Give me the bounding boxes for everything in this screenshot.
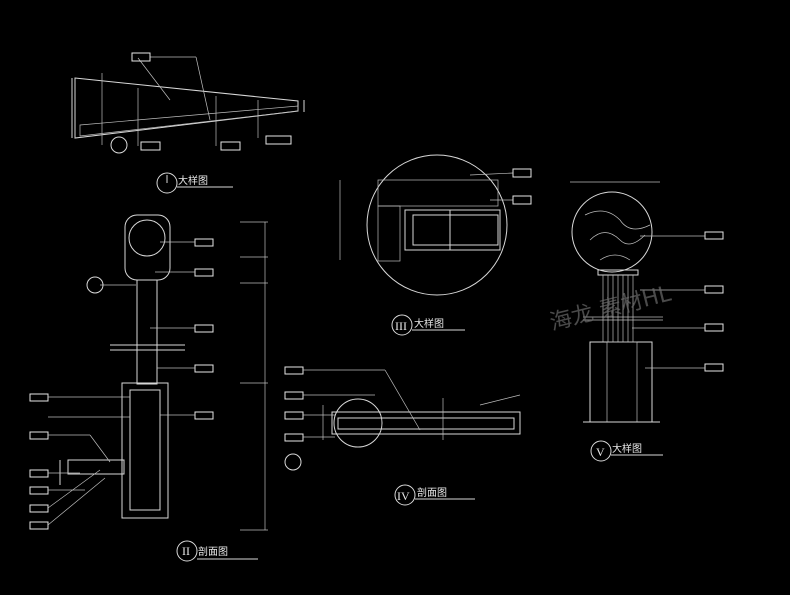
detail-iii-title: 大样图	[414, 317, 444, 330]
detail-iv-drawing	[284, 366, 521, 506]
detail-iv-title: 剖面图	[417, 486, 447, 499]
detail-v-marker: V	[596, 445, 605, 459]
detail-i-drawing	[71, 52, 305, 194]
detail-iv-marker: IV	[397, 489, 410, 503]
detail-v-title: 大样图	[612, 442, 642, 455]
detail-iii-drawing	[339, 154, 532, 336]
detail-v-drawing	[570, 181, 724, 462]
detail-i-title: 大样图	[178, 174, 208, 187]
detail-ii-marker: II	[182, 544, 190, 558]
detail-iii-marker: III	[395, 319, 407, 333]
detail-ii-title: 剖面图	[198, 545, 228, 558]
detail-ii-drawing	[29, 214, 268, 562]
